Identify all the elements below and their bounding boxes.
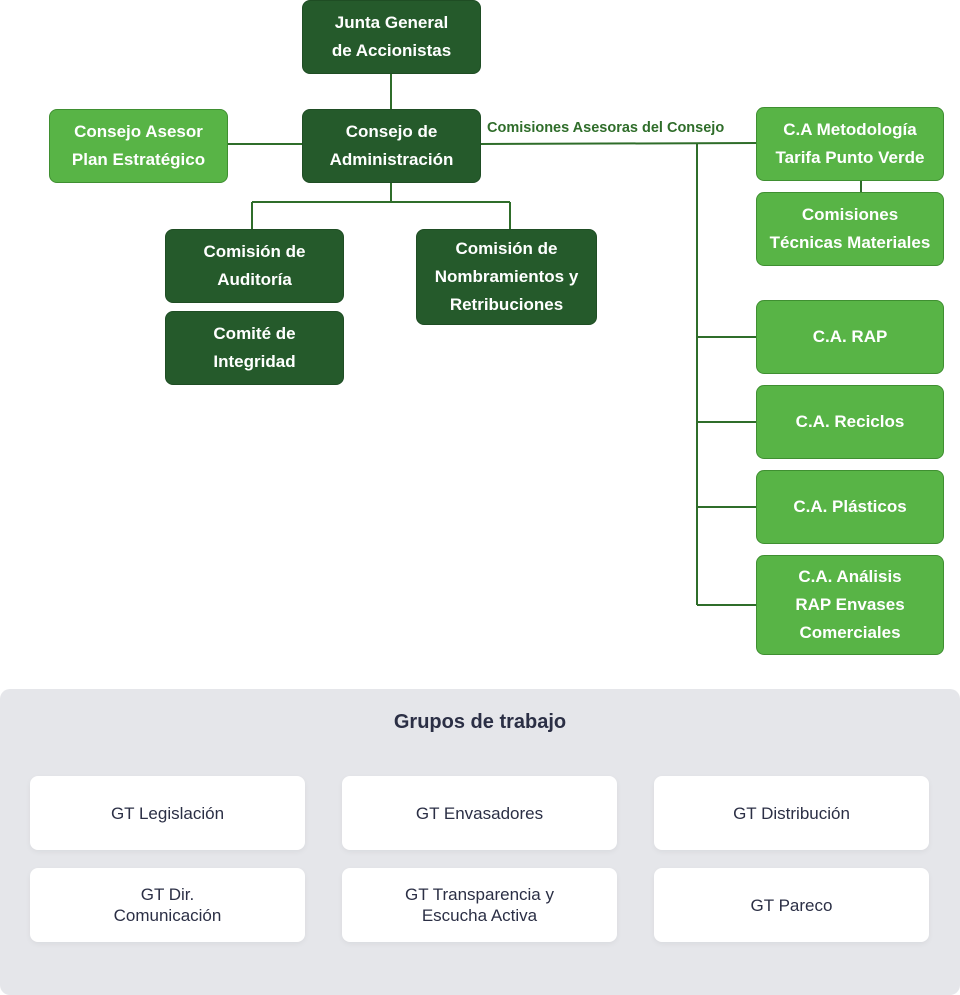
comisiones-tecnicas-node: Comisiones Técnicas Materiales <box>756 192 944 266</box>
consejo-asesor-node: Consejo Asesor Plan Estratégico <box>49 109 228 183</box>
ca-metodologia-node: C.A Metodología Tarifa Punto Verde <box>756 107 944 181</box>
gt-transparencia-card: GT Transparencia y Escucha Activa <box>342 868 617 942</box>
ca-reciclos-node: C.A. Reciclos <box>756 385 944 459</box>
gt-legislacion-card: GT Legislación <box>30 776 305 850</box>
gt-pareco-card: GT Pareco <box>654 868 929 942</box>
comite-integridad-node: Comité de Integridad <box>165 311 344 385</box>
connector-lines <box>227 72 862 606</box>
comisiones-asesoras-label: Comisiones Asesoras del Consejo <box>487 120 725 136</box>
comision-nombramientos-node: Comisión de Nombramientos y Retribucione… <box>416 229 597 325</box>
ca-analisis-node: C.A. Análisis RAP Envases Comerciales <box>756 555 944 655</box>
consejo-administracion-node: Consejo de Administración <box>302 109 481 183</box>
junta-general-node: Junta General de Accionistas <box>302 0 481 74</box>
gt-dir-comunicacion-card: GT Dir. Comunicación <box>30 868 305 942</box>
grupos-de-trabajo-panel: Grupos de trabajo GT Legislación GT Enva… <box>0 689 960 995</box>
gt-envasadores-card: GT Envasadores <box>342 776 617 850</box>
gt-distribucion-card: GT Distribución <box>654 776 929 850</box>
ca-plasticos-node: C.A. Plásticos <box>756 470 944 544</box>
comision-auditoria-node: Comisión de Auditoría <box>165 229 344 303</box>
groups-title: Grupos de trabajo <box>393 711 567 733</box>
ca-rap-node: C.A. RAP <box>756 300 944 374</box>
